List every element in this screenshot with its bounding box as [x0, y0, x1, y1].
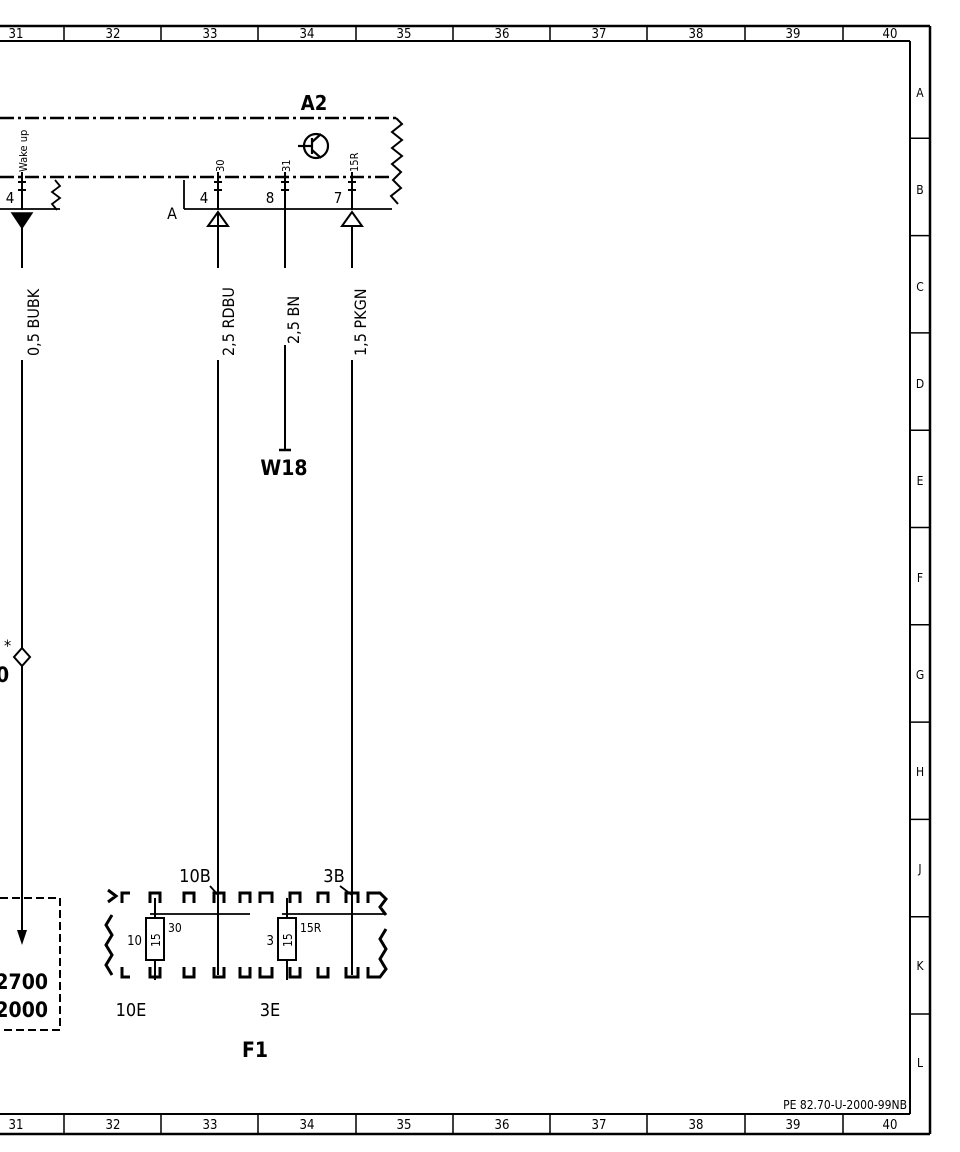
col-label-bottom: 37: [592, 1118, 607, 1133]
fuse-rating: 15: [281, 933, 295, 947]
column-dividers: [63, 26, 844, 1134]
col-label-bottom: 40: [883, 1118, 898, 1133]
transistor-icon: [298, 132, 330, 160]
wire-pkgn: 1,5 PKGN: [340, 210, 370, 975]
splice-label: 0: [0, 663, 9, 687]
pin-number: 7: [334, 189, 343, 207]
pin-number: 4: [6, 189, 15, 207]
col-label-top: 33: [203, 27, 218, 42]
wire-bn: 2,5 BN W18: [260, 210, 308, 480]
col-label-bottom: 33: [203, 1118, 218, 1133]
row-labels: A B C D E F G H J K L: [916, 86, 925, 1070]
row-label: C: [916, 280, 924, 294]
column-labels-bottom: 31 32 33 34 35 36 37 38 39 40: [9, 1118, 898, 1133]
row-label: B: [916, 183, 923, 197]
fuse-terminal-top: 3B: [323, 866, 344, 887]
splice-diamond-icon: [12, 646, 32, 668]
row-label: H: [916, 765, 924, 779]
reference-box-line: 2700: [0, 970, 48, 994]
terminal-30-label: 30: [214, 159, 227, 172]
col-label-top: 39: [786, 27, 801, 42]
fuse-terminal: 15R: [300, 921, 322, 935]
col-label-top: 36: [495, 27, 510, 42]
reference-box: 2700 2000: [0, 897, 61, 1031]
col-label-top: 32: [106, 27, 121, 42]
col-label-bottom: 39: [786, 1118, 801, 1133]
fuse-terminal: 30: [168, 921, 182, 935]
fuse-box-f1: 15 10 30 15 3 15R 10B 3B 10E 3E F1: [104, 866, 388, 1062]
row-label: L: [917, 1056, 923, 1070]
fuse-number: 3: [267, 934, 274, 949]
wire-rdbu: 2,5 RDBU: [206, 210, 238, 975]
col-label-top: 35: [397, 27, 412, 42]
fuse-3: 15 3 15R: [267, 898, 322, 980]
row-label: J: [917, 862, 921, 876]
pin-number: 8: [266, 189, 275, 207]
wake-up-label: Wake up: [17, 130, 30, 172]
drawing-reference: PE 82.70-U-2000-99NB: [783, 1098, 907, 1112]
arrow-down-icon: [17, 930, 27, 945]
fuse-box-label: F1: [242, 1038, 268, 1062]
signal-arrow-up-icon: [340, 210, 364, 227]
pin-number: 4: [200, 189, 209, 207]
module-a2-label: A2: [301, 91, 327, 115]
row-label: D: [916, 377, 924, 391]
ground-label: W18: [260, 456, 307, 480]
row-label: G: [916, 668, 924, 682]
fuse-terminal-bottom: 3E: [260, 1000, 281, 1021]
col-label-bottom: 31: [9, 1118, 24, 1133]
col-label-top: 40: [883, 27, 898, 42]
signal-arrow-down-icon: [10, 212, 34, 230]
row-dividers: [910, 137, 930, 1015]
row-label: E: [917, 474, 924, 488]
module-a2: A2 Wake up 30 31 15R: [0, 91, 404, 223]
col-label-top: 31: [9, 27, 24, 42]
fuse-rating: 15: [149, 933, 163, 947]
terminal-31-label: 31: [280, 159, 293, 172]
wire-label: 2,5 BN: [284, 296, 303, 344]
row-label: K: [916, 959, 924, 973]
fuse-number: 10: [127, 934, 142, 949]
module-a2-break-edge: [389, 117, 404, 205]
reference-box-line: 2000: [0, 998, 48, 1022]
col-label-bottom: 36: [495, 1118, 510, 1133]
splice-asterisk: *: [4, 636, 11, 655]
col-label-bottom: 38: [689, 1118, 704, 1133]
terminal-15r-label: 15R: [348, 152, 361, 172]
row-label: F: [917, 571, 923, 585]
wire-bubk: 0,5 BUBK: [10, 212, 43, 945]
row-label: A: [916, 86, 924, 100]
fuse-terminal-bottom: 10E: [116, 1000, 147, 1021]
column-labels-top: 31 32 33 34 35 36 37 38 39 40: [9, 27, 898, 42]
col-label-top: 34: [300, 27, 315, 42]
fuse-10: 15 10 30: [127, 898, 182, 980]
wire-label: 1,5 PKGN: [351, 289, 370, 357]
wake-pin-break: [50, 179, 62, 211]
col-label-bottom: 34: [300, 1118, 315, 1133]
col-label-top: 38: [689, 27, 704, 42]
fuse-terminal-top: 10B: [179, 866, 211, 887]
col-label-top: 37: [592, 27, 607, 42]
col-label-bottom: 32: [106, 1118, 121, 1133]
col-label-bottom: 35: [397, 1118, 412, 1133]
wire-label: 2,5 RDBU: [219, 287, 238, 356]
sheet-frame: [0, 24, 932, 1136]
connector-a-label: A: [167, 204, 177, 223]
wire-label: 0,5 BUBK: [24, 288, 43, 356]
